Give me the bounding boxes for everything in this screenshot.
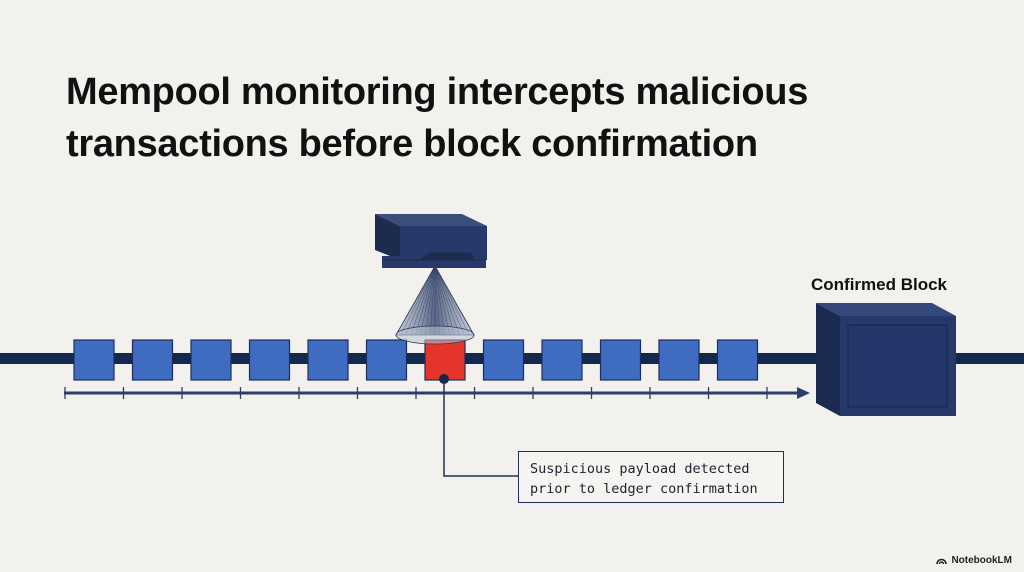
transaction-block [131,339,174,381]
transaction-block [658,339,700,381]
flag-connector [439,374,518,477]
transaction-block [482,339,525,381]
transaction-block [73,339,115,381]
transaction-block [307,339,349,381]
scanner-device-icon [375,214,487,268]
detection-callout: Suspicious payload detected prior to led… [518,451,784,503]
confirmed-block-label: Confirmed Block [811,275,948,294]
scanner-beam [395,265,475,345]
transaction-block [248,339,291,381]
transaction-block [190,339,232,381]
title-line-1: Mempool monitoring intercepts malicious [66,71,809,113]
transaction-block [365,339,408,381]
branding-label: NotebookLM [951,555,1012,566]
notebooklm-logo-icon [936,558,948,565]
confirmed-block-icon [816,303,956,416]
transaction-queue [73,339,759,381]
callout-line-2: prior to ledger confirmation [530,481,758,497]
title-line-2: transactions before block confirmation [66,123,758,165]
transaction-block [716,339,759,381]
flagged-transaction [424,339,466,381]
callout-line-1: Suspicious payload detected [530,461,750,477]
timeline-arrowhead [797,387,810,399]
slide-title: Mempool monitoring intercepts malicious … [66,66,808,170]
branding: NotebookLM [936,555,1012,566]
transaction-block [599,339,642,381]
transaction-block [541,339,583,381]
timeline-axis [64,387,810,399]
